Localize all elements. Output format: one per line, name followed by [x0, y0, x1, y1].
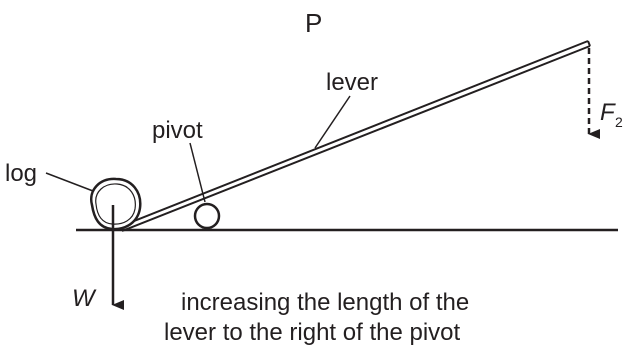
pivot-label: pivot: [152, 117, 203, 144]
force-label: F: [600, 99, 616, 126]
log-leader-line: [45, 172, 94, 192]
panel-label: P: [305, 8, 322, 38]
pivot-circle: [193, 202, 221, 230]
weight-label: W: [72, 285, 97, 312]
lever-label: lever: [326, 69, 378, 96]
lever-plank: [113, 40, 591, 232]
log-shape: [89, 177, 142, 231]
force-subscript: 2: [615, 114, 623, 130]
caption-line-1: increasing the length of the: [181, 289, 469, 316]
lever-leader-line: [314, 95, 351, 149]
pivot-leader-line: [189, 142, 206, 203]
caption-line-2: lever to the right of the pivot: [164, 319, 461, 346]
log-label: log: [5, 160, 37, 187]
